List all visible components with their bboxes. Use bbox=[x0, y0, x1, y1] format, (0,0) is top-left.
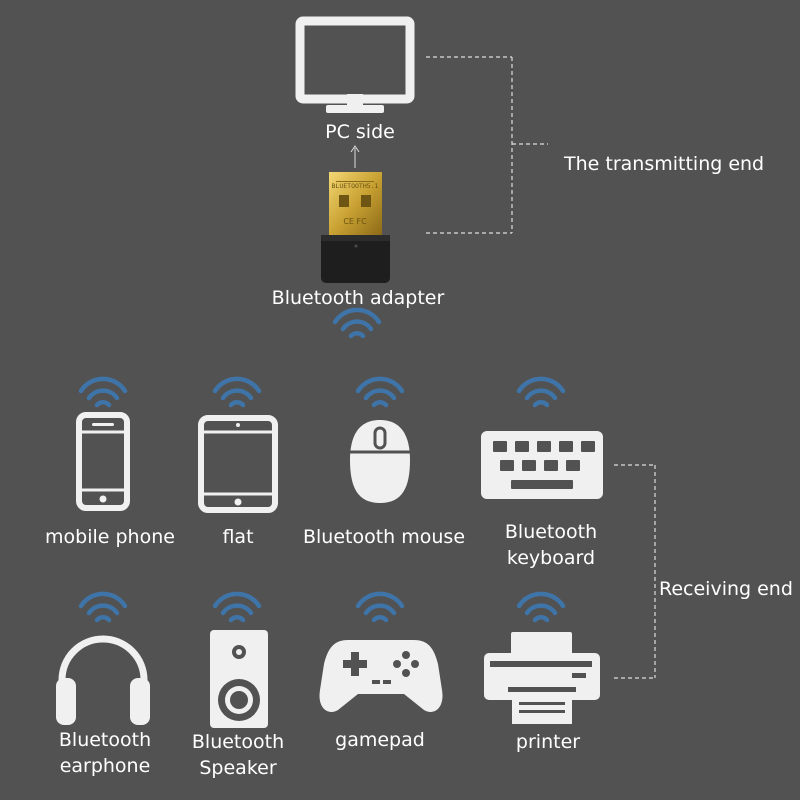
transmitting-end-label: The transmitting end bbox=[564, 153, 765, 175]
signal-icon bbox=[215, 594, 259, 620]
speaker-icon bbox=[210, 630, 268, 728]
receiving-bracket bbox=[614, 464, 656, 679]
mobile-phone-icon bbox=[76, 412, 130, 511]
device-label-flat: flat bbox=[222, 526, 254, 548]
signal-icon bbox=[215, 379, 259, 405]
pc-side-label: PC side bbox=[325, 121, 395, 143]
connection-arrow bbox=[350, 145, 360, 168]
device-label-bluetooth-speaker: Bluetooth Speaker bbox=[191, 731, 285, 779]
signal-icon bbox=[519, 594, 563, 620]
keyboard-icon bbox=[481, 431, 603, 499]
signal-icon bbox=[519, 379, 563, 405]
adapter-print: BLUETOOTH5.1 bbox=[332, 182, 379, 190]
receiving-end-label: Receiving end bbox=[659, 578, 793, 600]
headphones-icon bbox=[56, 635, 150, 725]
monitor-icon bbox=[295, 16, 415, 113]
device-label-bluetooth-mouse: Bluetooth mouse bbox=[302, 526, 466, 548]
signal-icon bbox=[358, 379, 402, 405]
device-label-printer: printer bbox=[515, 731, 581, 753]
mouse-icon bbox=[350, 420, 410, 503]
bluetooth-adapter-icon: BLUETOOTH5.1 CE FC bbox=[321, 172, 390, 283]
printer-icon bbox=[484, 632, 600, 724]
bluetooth-adapter-label: Bluetooth adapter bbox=[271, 287, 445, 309]
device-label-gamepad: gamepad bbox=[335, 729, 425, 751]
adapter-marks: CE FC bbox=[343, 217, 367, 226]
signal-icon bbox=[358, 594, 402, 620]
signal-icon bbox=[81, 594, 125, 620]
device-label-mobile-phone: mobile phone bbox=[45, 526, 175, 548]
transmitting-bracket bbox=[426, 56, 548, 234]
device-label-bluetooth-keyboard: Bluetooth keyboard bbox=[504, 521, 598, 569]
device-label-bluetooth-earphone: Bluetooth earphone bbox=[58, 729, 152, 777]
adapter-signal-icon bbox=[335, 310, 379, 336]
tablet-icon bbox=[198, 415, 278, 513]
gamepad-icon bbox=[319, 640, 443, 712]
signal-icon bbox=[81, 379, 125, 405]
